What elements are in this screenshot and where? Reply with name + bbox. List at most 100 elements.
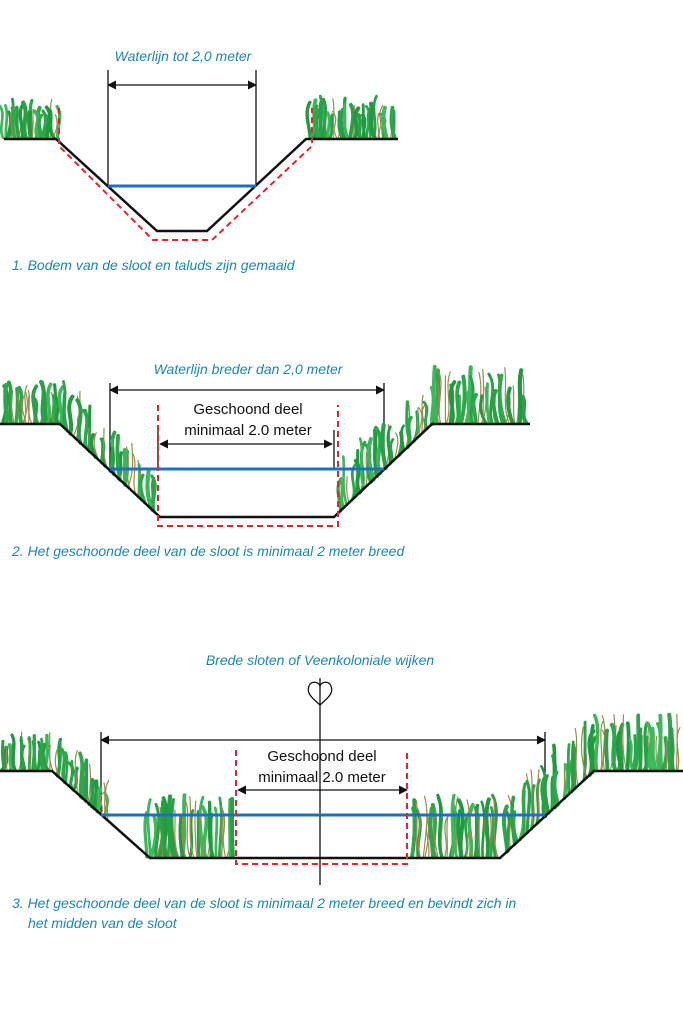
grass-blade	[592, 713, 600, 772]
grass-blade	[446, 816, 449, 858]
grass-blade	[469, 809, 474, 858]
grass-blade	[450, 793, 456, 859]
grass-blade	[366, 436, 376, 482]
grass-blade	[105, 779, 110, 821]
grass-blade	[422, 400, 429, 431]
grass-blade	[0, 104, 5, 140]
grass-blade	[485, 382, 491, 425]
grass-blade	[48, 732, 54, 773]
grass-blade	[448, 380, 457, 425]
grass-blade	[410, 806, 417, 859]
grass-blade	[582, 720, 587, 782]
grass-blade	[181, 814, 187, 858]
grass-blade	[10, 733, 17, 772]
grass-blade	[424, 813, 430, 858]
vegetation-left	[0, 731, 110, 821]
grass-blade	[493, 798, 499, 858]
grass-blade	[32, 396, 40, 425]
grass-blade	[21, 100, 29, 141]
grass-blade	[7, 380, 14, 425]
ditch-profile	[0, 769, 683, 860]
grass-blade	[37, 113, 43, 140]
grass-blade	[512, 385, 516, 424]
grass-blade	[604, 728, 610, 772]
grass-blade	[46, 382, 53, 425]
grass-blade	[150, 474, 157, 514]
caption-2: 2. Het geschoonde deel van de sloot is m…	[11, 543, 405, 559]
grass-blade	[220, 806, 226, 858]
grass-blade	[43, 393, 50, 425]
grass-blade	[14, 105, 21, 140]
grass-blade	[146, 798, 152, 859]
grass-blade	[480, 800, 486, 859]
grass-blade	[669, 727, 675, 772]
grass-blade	[436, 793, 444, 859]
grass-blade	[7, 743, 15, 772]
grass-blade	[517, 368, 524, 426]
grass-blade	[41, 742, 50, 772]
grass-blade	[488, 812, 492, 858]
grass-blade	[520, 394, 529, 425]
grass-blade	[510, 795, 517, 847]
grass-blade	[381, 105, 389, 140]
grass-blade	[615, 730, 624, 772]
grass-blade	[574, 727, 579, 787]
grass-blade	[386, 425, 392, 466]
grass-blade	[10, 109, 17, 139]
grass-blade	[95, 786, 102, 814]
grass-blade	[20, 744, 27, 772]
grass-blade	[18, 102, 26, 140]
minimum-width-label: minimaal 2.0 meter	[184, 422, 312, 439]
mowed-outline	[58, 108, 313, 241]
grass-blade	[22, 391, 28, 424]
grass-blade	[521, 782, 527, 838]
grass-blade	[580, 726, 588, 779]
grass-blade	[479, 394, 488, 425]
grass-blade	[358, 437, 366, 490]
grass-blade	[400, 424, 406, 453]
grass-blade	[326, 111, 331, 140]
grass-blade	[145, 468, 155, 512]
grass-blade	[572, 743, 577, 790]
grass-blade	[207, 800, 215, 859]
vegetation-left	[0, 97, 62, 141]
grass-blade	[421, 403, 426, 432]
grass-blade	[185, 802, 191, 858]
grass-blade	[198, 815, 204, 858]
grass-blade	[645, 721, 654, 772]
grass-blade	[504, 367, 510, 424]
grass-blade	[138, 473, 147, 505]
cleared-zone-outline	[157, 405, 339, 527]
grass-blade	[0, 739, 7, 772]
grass-blade	[305, 100, 312, 140]
cleared-section-label: Geschoond deel	[267, 748, 376, 765]
grass-blade	[543, 774, 551, 815]
grass-blade	[444, 815, 449, 858]
grass-blade	[14, 387, 20, 425]
grass-blade	[122, 448, 128, 487]
grass-blade	[638, 727, 643, 772]
grass-blade	[342, 455, 349, 507]
grass-blade	[530, 769, 535, 828]
grass-blade	[170, 798, 179, 859]
vegetation-right	[305, 94, 397, 141]
grass-blade	[92, 779, 99, 811]
vegetation-water-left	[143, 793, 235, 860]
grass-blade	[230, 797, 235, 859]
grass-blade	[74, 749, 78, 794]
grass-blade	[350, 462, 358, 502]
ditch-profile	[4, 137, 398, 233]
grass-blade	[356, 113, 362, 140]
grass-blade	[369, 101, 377, 141]
grass-blade	[17, 385, 24, 425]
grass-blade	[380, 422, 388, 470]
grass-blade	[426, 815, 431, 858]
grass-blade	[361, 103, 367, 140]
grass-blade	[405, 400, 413, 446]
grass-blade	[3, 382, 9, 426]
grass-blade	[143, 811, 149, 859]
caption-3-line-1: 3. Het geschoonde deel van de sloot is m…	[12, 895, 517, 911]
grass-blade	[200, 804, 209, 859]
minimum-width-label: minimaal 2.0 meter	[258, 769, 386, 786]
